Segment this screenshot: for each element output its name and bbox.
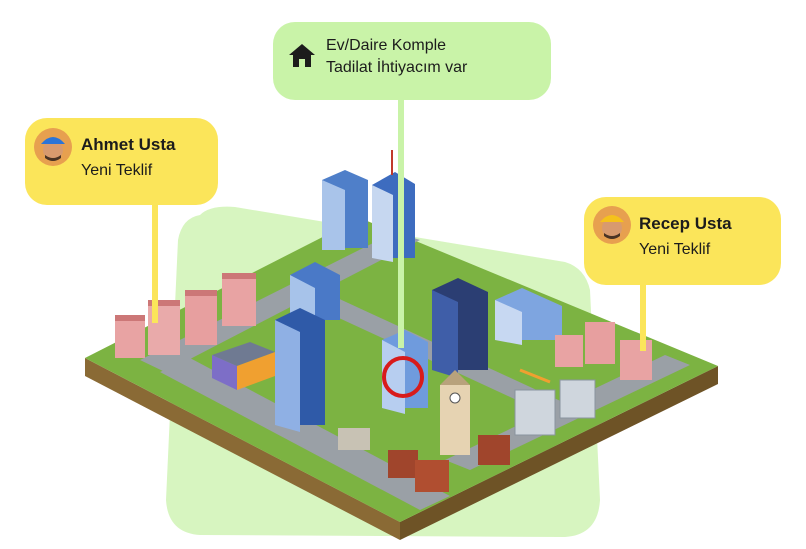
houses-bottom — [338, 428, 510, 492]
worker-avatar-blue-helmet — [34, 128, 72, 166]
request-line-2: Tadilat İhtiyacım var — [326, 59, 468, 76]
tail-ahmet — [152, 203, 158, 323]
tower-back-left — [322, 170, 368, 250]
offer-bubble-recep: Recep Usta Yeni Teklif — [584, 197, 781, 285]
offer-name: Ahmet Usta — [81, 135, 176, 154]
offer-status: Yeni Teklif — [639, 241, 711, 258]
highlight-ring — [382, 356, 424, 398]
houses-left — [115, 273, 256, 358]
tail-home — [398, 98, 404, 348]
construction-site — [514, 368, 596, 436]
request-bubble: Ev/Daire Komple Tadilat İhtiyacım var — [273, 22, 551, 100]
road-cross — [160, 358, 450, 510]
building-right-block — [495, 288, 562, 345]
warehouse — [212, 342, 275, 390]
worker-avatar-yellow-helmet — [593, 206, 631, 244]
request-line-1: Ev/Daire Komple — [326, 37, 447, 54]
ground-base-side-left — [85, 358, 400, 540]
houses-right — [555, 322, 652, 380]
clock-tower — [440, 370, 470, 455]
home-icon — [289, 44, 315, 67]
building-dark-tower — [432, 278, 488, 378]
tail-recep — [640, 283, 646, 351]
offer-name: Recep Usta — [639, 214, 732, 233]
offer-status: Yeni Teklif — [81, 162, 153, 179]
ground-base-side-right — [400, 366, 718, 540]
tower-back-right — [372, 150, 415, 262]
offer-bubble-ahmet: Ahmet Usta Yeni Teklif — [25, 118, 218, 205]
building-tall-front-left — [275, 308, 325, 432]
